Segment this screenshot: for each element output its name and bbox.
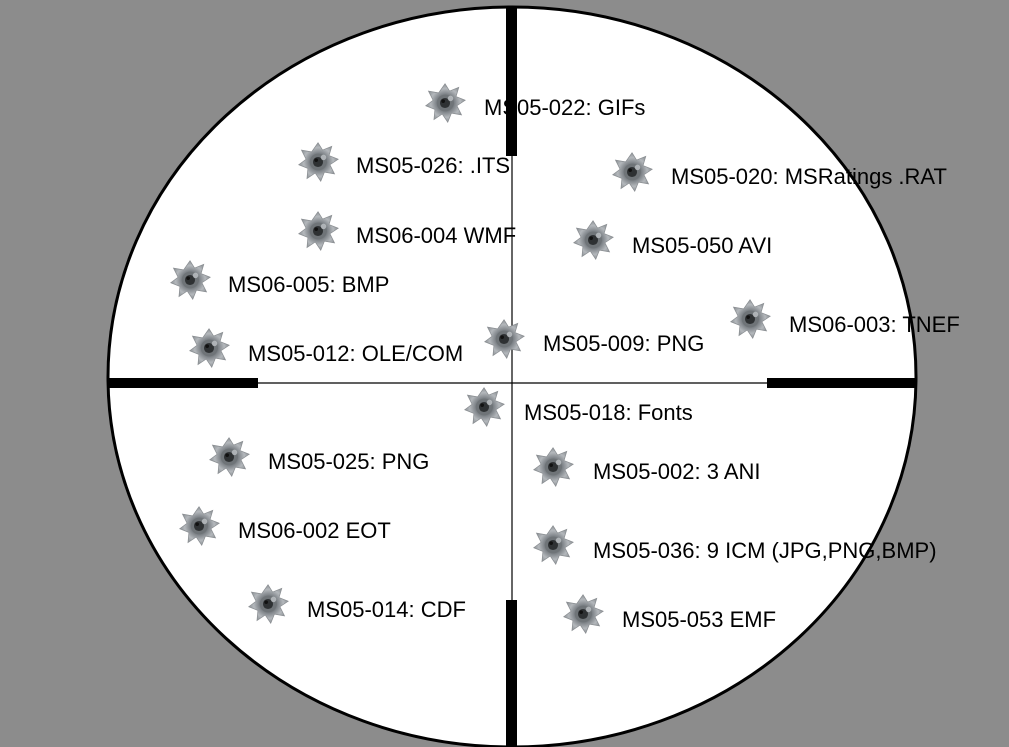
hit-label-ms06-003: MS06-003: TNEF [789,312,960,337]
hit-label-ms05-025: MS05-025: PNG [268,449,430,474]
hit-label-ms05-053: MS05-053 EMF [622,607,777,632]
reticle-post-bottom [506,600,517,747]
hit-label-ms05-012: MS05-012: OLE/COM [248,341,464,366]
hit-label-ms05-022: MS05-022: GIFs [484,95,646,120]
reticle-post-top [506,8,517,156]
hit-label-ms05-050: MS05-050 AVI [632,233,773,258]
hit-label-ms06-004: MS06-004 WMF [356,223,517,248]
hit-label-ms05-020: MS05-020: MSRatings .RAT [671,164,947,189]
hit-label-ms05-026: MS05-026: .ITS [356,153,511,178]
hit-label-ms05-018: MS05-018: Fonts [524,400,693,425]
reticle-post-right [767,378,916,388]
hit-label-ms06-005: MS06-005: BMP [228,272,390,297]
reticle-post-left [108,378,258,388]
hit-label-ms05-009: MS05-009: PNG [543,331,705,356]
hit-label-ms05-002: MS05-002: 3 ANI [593,459,761,484]
hit-label-ms06-002: MS06-002 EOT [238,518,391,543]
hit-label-ms05-036: MS05-036: 9 ICM (JPG,PNG,BMP) [593,538,937,563]
hit-label-ms05-014: MS05-014: CDF [307,597,466,622]
